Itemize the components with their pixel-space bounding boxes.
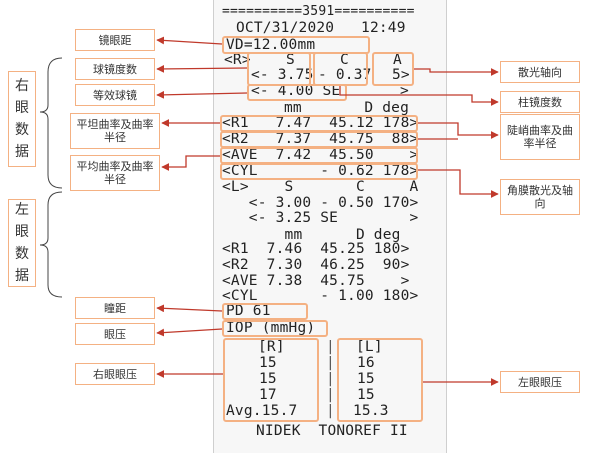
right-cylinder-value: - 0.37	[318, 67, 372, 83]
printout-pd: PD 61	[226, 303, 271, 319]
arrow-cyl-axis	[414, 68, 499, 76]
right-col-c: C	[340, 52, 349, 68]
left-ave-row: <AVE 7.38 45.75 >	[222, 273, 410, 289]
right-units-row: mm D deg	[284, 100, 410, 116]
left-cyl-row: <CYL - 1.00 180>	[222, 288, 419, 304]
left-r1-row: <R1 7.46 45.25 180>	[222, 241, 410, 257]
left-ref-row: <- 3.00 - 0.50 170>	[222, 195, 419, 211]
label-cyl-axis: 散光轴向	[500, 61, 580, 83]
printout-footer: NIDEK TONOREF II	[256, 423, 408, 439]
label-sphere: 球镜度数	[75, 58, 155, 80]
right-eye-marker: <R>	[224, 52, 251, 68]
iop-r-value: 15	[259, 371, 277, 387]
arrow-vertex-distance	[156, 36, 223, 45]
label-left-eye-data: 左眼数据	[8, 199, 36, 287]
highlight-se	[247, 84, 347, 101]
iop-divider: |	[326, 355, 335, 371]
arrow-corneal-astig	[418, 169, 499, 198]
label-flat-curvature: 平坦曲率及曲率半径	[70, 113, 160, 149]
right-r1-row: <R1 7.47 45.12 178>	[222, 115, 419, 131]
label-left-iop: 左眼眼压	[500, 371, 580, 393]
printout-iop: IOP (mmHg)	[226, 320, 316, 336]
right-axis-value: 5>	[392, 67, 410, 83]
label-cylinder: 柱镜度数	[500, 91, 580, 113]
iop-l-value: 15	[357, 387, 375, 403]
left-se-row: <- 3.25 SE >	[222, 210, 419, 226]
printout-vd: VD=12.00mm	[226, 37, 316, 53]
right-r2-row: <R2 7.37 45.75 88>	[222, 131, 419, 147]
iop-r-value: 17	[259, 387, 277, 403]
right-cyl-row: <CYL - 0.62 178>	[222, 163, 419, 179]
label-iop: 眼压	[75, 323, 155, 345]
arrow-mean-curvature	[161, 155, 220, 171]
left-eye-brace	[39, 191, 63, 298]
right-ave-row: <AVE 7.42 45.50 >	[222, 147, 419, 163]
iop-l-avg: 15.3	[353, 403, 389, 419]
highlight-right-iop	[223, 338, 319, 422]
arrow-sphere	[156, 65, 248, 73]
label-spherical-equivalent: 等效球镜	[75, 84, 155, 106]
label-vertex-distance: 镜眼距	[75, 29, 155, 51]
label-right-iop: 右眼眼压	[75, 363, 155, 385]
right-eye-brace	[39, 57, 63, 189]
iop-divider: |	[326, 403, 335, 419]
iop-l-value: 15	[357, 371, 375, 387]
arrow-pd	[156, 304, 223, 313]
iop-l-header: [L]	[356, 339, 383, 355]
iop-divider: |	[326, 387, 335, 403]
right-col-a: A	[393, 52, 402, 68]
printout-paper	[213, 0, 447, 453]
label-right-eye-data: 右眼数据	[8, 71, 36, 167]
label-mean-curvature: 平均曲率及曲率半径	[70, 155, 160, 191]
highlight-pd	[222, 303, 308, 320]
highlight-left-iop	[337, 338, 423, 422]
arrow-steep-curvature-r1	[418, 122, 499, 139]
iop-divider: |	[326, 371, 335, 387]
label-steep-curvature: 陡峭曲率及曲率半径	[500, 114, 580, 160]
left-eye-header: <L> S C A	[222, 179, 419, 195]
iop-r-header: [R]	[258, 339, 285, 355]
arrow-cylinder	[339, 86, 499, 106]
iop-divider: |	[326, 339, 335, 355]
right-se-value: <- 4.00 SE	[251, 83, 341, 99]
left-r2-row: <R2 7.30 46.25 90>	[222, 257, 410, 273]
label-corneal-astig: 角膜散光及轴向	[500, 179, 580, 215]
highlight-axis	[372, 52, 414, 86]
highlight-cyl	[220, 163, 418, 180]
left-units-row: mm D deg	[222, 227, 401, 243]
iop-r-avg: Avg.15.7	[226, 403, 298, 419]
label-pd: 瞳距	[75, 297, 155, 319]
iop-l-value: 16	[357, 355, 375, 371]
right-sphere-value: <- 3.75	[251, 67, 314, 83]
printout-header-line: ==========3591==========	[222, 4, 415, 19]
right-col-s: S	[286, 52, 295, 68]
arrow-iop	[156, 328, 223, 337]
highlight-iop	[222, 320, 328, 337]
right-se-close: >	[400, 83, 409, 99]
iop-r-value: 15	[259, 355, 277, 371]
printout-datetime: OCT/31/2020 12:49	[236, 20, 406, 36]
arrow-spherical-equivalent	[156, 90, 248, 99]
